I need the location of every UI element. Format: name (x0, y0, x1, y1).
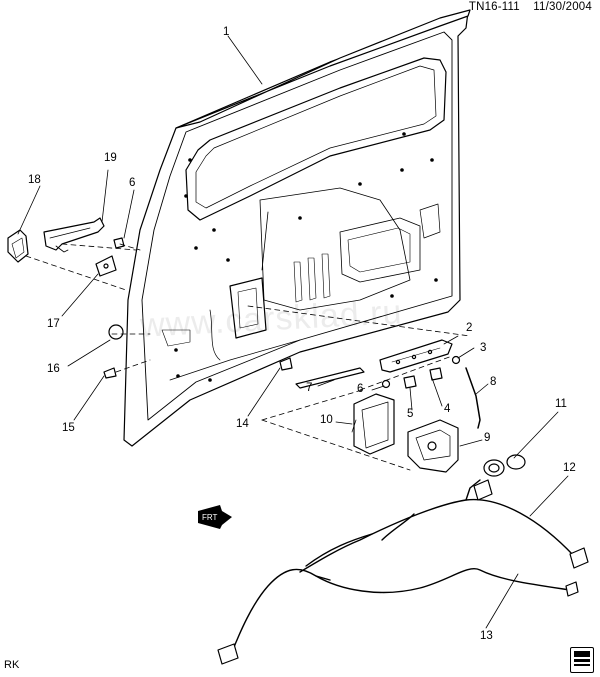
diagram-header: TN16-111 11/30/2004 (459, 1, 592, 13)
front-label: FRT (202, 513, 218, 522)
callout-9: 9 (484, 432, 491, 444)
screw-14 (279, 357, 293, 371)
callout-5: 5 (407, 408, 414, 420)
striker-grommet (483, 454, 526, 477)
callout-14: 14 (236, 418, 249, 430)
publisher-logo (570, 647, 594, 673)
connector-13 (217, 581, 579, 665)
handle-bracket (95, 255, 117, 277)
plug-button (108, 324, 124, 340)
rod-8 (465, 367, 481, 429)
alignment-lines (25, 243, 471, 471)
door-panel (123, 9, 471, 447)
lock-rod (295, 367, 365, 389)
callout-13: 13 (480, 630, 493, 642)
latch-actuator (351, 393, 395, 455)
callout-19: 19 (104, 152, 117, 164)
front-direction-marker: FRT (196, 503, 236, 531)
callout-18: 18 (28, 174, 41, 186)
bolt-4 (429, 367, 443, 381)
bolt-15 (103, 367, 117, 379)
callout-12: 12 (563, 462, 576, 474)
callout-1: 1 (223, 26, 230, 38)
outside-handle (43, 217, 105, 253)
callout-7: 7 (306, 382, 313, 394)
callout-2: 2 (466, 322, 473, 334)
callout-17: 17 (47, 318, 60, 330)
callout-6b: 6 (357, 383, 364, 395)
callout-3: 3 (480, 342, 487, 354)
callout-16: 16 (47, 363, 60, 375)
inside-handle (379, 339, 453, 373)
document-date: 11/30/2004 (533, 1, 592, 13)
callout-8: 8 (490, 376, 497, 388)
wiring-harness-12 (299, 479, 575, 573)
handle-bezel (7, 229, 29, 263)
callout-10: 10 (320, 414, 333, 426)
callout-11: 11 (555, 398, 567, 410)
footer-code: RK (4, 659, 20, 671)
callout-6a: 6 (129, 177, 136, 189)
stud-5 (403, 375, 417, 389)
bolt-6a (113, 237, 125, 249)
connector-12 (473, 479, 589, 569)
wiring-harness-13 (231, 568, 571, 653)
document-code: TN16-111 (468, 1, 520, 13)
callout-4: 4 (444, 403, 451, 415)
latch-assembly (407, 419, 459, 473)
callout-15: 15 (62, 422, 75, 434)
leader-lines (17, 35, 569, 629)
